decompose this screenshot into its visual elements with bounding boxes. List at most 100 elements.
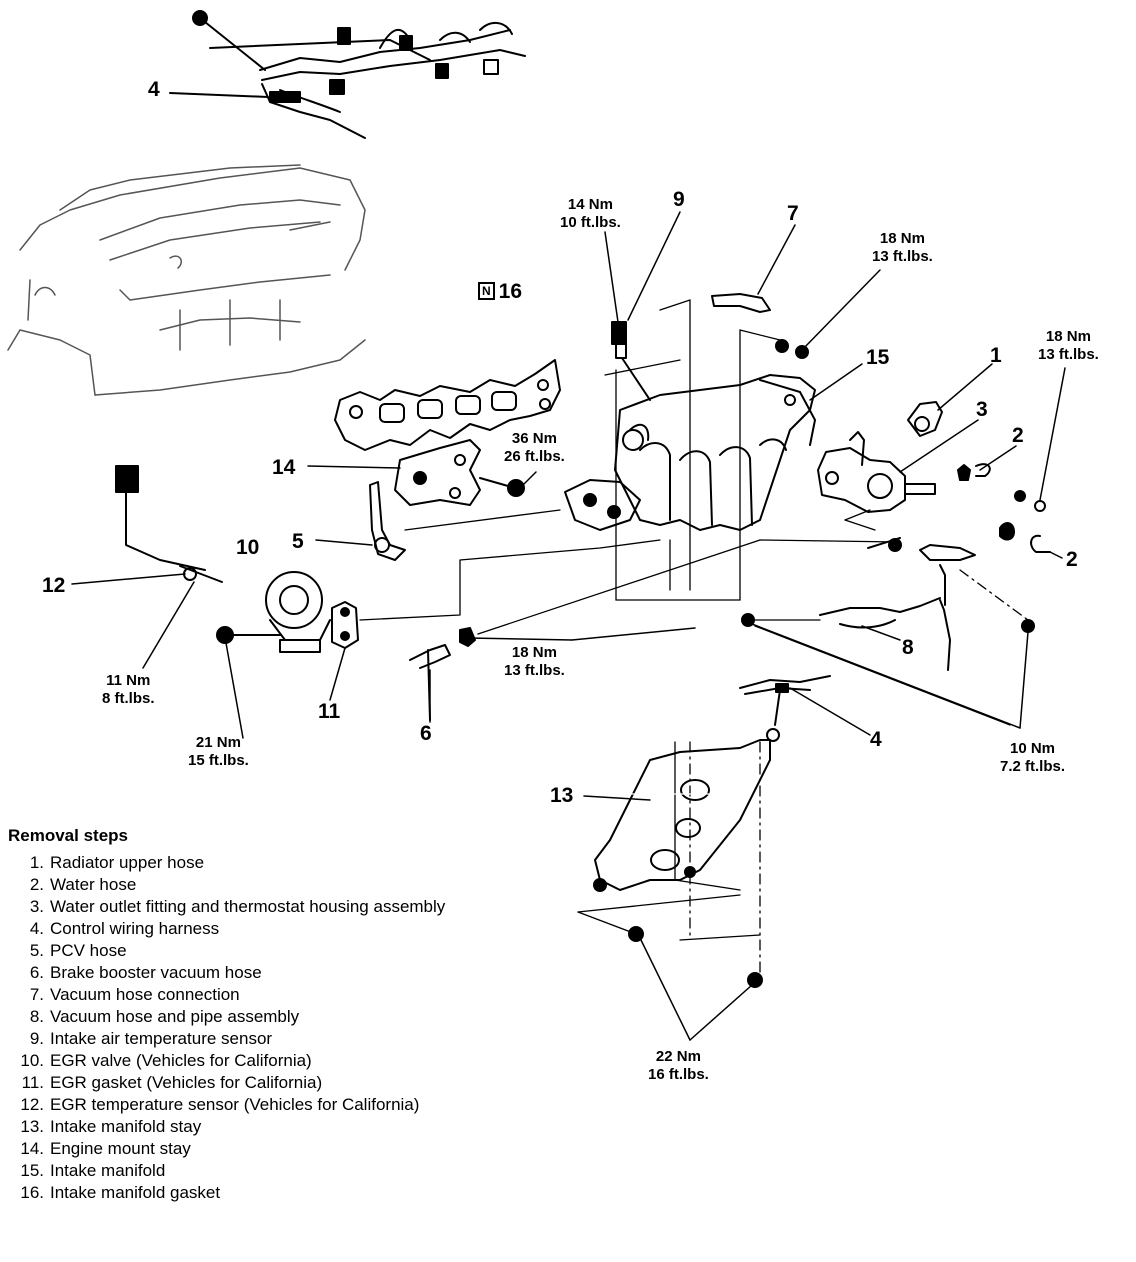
leader-lines bbox=[71, 211, 1066, 1041]
removal-step-text: Intake manifold gasket bbox=[50, 1183, 221, 1202]
removal-step-number: 2. bbox=[29, 875, 44, 894]
removal-step-number: 9. bbox=[29, 1029, 44, 1048]
removal-step-number: 10. bbox=[20, 1051, 44, 1070]
callout-15: 15 bbox=[866, 346, 890, 369]
removal-step-number: 15. bbox=[20, 1161, 44, 1180]
pcv-hose bbox=[369, 481, 406, 561]
vacuum-hose-connection bbox=[711, 293, 809, 359]
removal-step-number: 1. bbox=[29, 853, 44, 872]
callout-1: 1 bbox=[990, 344, 1002, 367]
removal-step-text: Vacuum hose connection bbox=[50, 985, 240, 1004]
removal-step-text: PCV hose bbox=[50, 941, 127, 960]
callout-9: 9 bbox=[673, 188, 685, 211]
removal-step-item: 6. Brake booster vacuum hose bbox=[8, 962, 488, 984]
removal-step-text: EGR gasket (Vehicles for California) bbox=[50, 1073, 323, 1092]
removal-step-item: 4. Control wiring harness bbox=[8, 918, 488, 940]
brake-booster-vacuum-hose bbox=[409, 627, 476, 721]
intake-manifold bbox=[564, 374, 816, 531]
radiator-upper-hose bbox=[907, 401, 943, 437]
assembly-guide-lines bbox=[359, 299, 1029, 973]
removal-step-text: EGR valve (Vehicles for California) bbox=[50, 1051, 312, 1070]
removal-step-item: 7. Vacuum hose connection bbox=[8, 984, 488, 1006]
callout-7: 7 bbox=[787, 202, 799, 225]
callout-8: 8 bbox=[902, 636, 914, 659]
removal-steps: Removal steps 1. Radiator upper hose 2. Wat… bbox=[8, 826, 488, 1204]
callout-3: 3 bbox=[976, 398, 988, 421]
callout-4-bottom: 4 bbox=[870, 728, 882, 751]
removal-step-item: 9. Intake air temperature sensor bbox=[8, 1028, 488, 1050]
new-part-badge: N bbox=[478, 282, 495, 300]
egr-gasket bbox=[331, 601, 359, 649]
removal-step-number: 5. bbox=[29, 941, 44, 960]
removal-step-item: 16. Intake manifold gasket bbox=[8, 1182, 488, 1204]
removal-step-number: 3. bbox=[29, 897, 44, 916]
control-wiring-harness-top bbox=[169, 10, 526, 139]
removal-step-text: Intake air temperature sensor bbox=[50, 1029, 273, 1048]
removal-step-text: Intake manifold stay bbox=[50, 1117, 202, 1136]
removal-step-item: 15. Intake manifold bbox=[8, 1160, 488, 1182]
egr-valve bbox=[216, 571, 331, 653]
removal-step-text: Water hose bbox=[50, 875, 137, 894]
removal-step-text: Vacuum hose and pipe assembly bbox=[50, 1007, 300, 1026]
water-outlet-thermostat-housing bbox=[817, 431, 936, 513]
intake-manifold-gasket bbox=[334, 359, 561, 451]
removal-step-item: 3. Water outlet fitting and thermostat ho… bbox=[8, 896, 488, 918]
water-hose bbox=[957, 463, 1051, 553]
removal-step-item: 8. Vacuum hose and pipe assembly bbox=[8, 1006, 488, 1028]
callout-16-number: 16 bbox=[498, 280, 523, 303]
removal-step-text: Water outlet fitting and thermostat hous… bbox=[50, 897, 446, 916]
removal-step-text: Intake manifold bbox=[50, 1161, 166, 1180]
callout-14: 14 bbox=[272, 456, 296, 479]
callout-6: 6 bbox=[420, 722, 432, 745]
removal-step-text: EGR temperature sensor (Vehicles for Cal… bbox=[50, 1095, 420, 1114]
removal-step-number: 7. bbox=[29, 985, 44, 1004]
engine-outline bbox=[7, 164, 366, 396]
removal-steps-title: Removal steps bbox=[8, 826, 128, 845]
callout-2-top: 2 bbox=[1012, 424, 1024, 447]
removal-step-item: 10. EGR valve (Vehicles for California) bbox=[8, 1050, 488, 1072]
intake-manifold-stay bbox=[593, 739, 771, 988]
egr-temperature-sensor bbox=[115, 465, 223, 583]
removal-step-number: 4. bbox=[29, 919, 44, 938]
removal-step-item: 5. PCV hose bbox=[8, 940, 488, 962]
removal-step-text: Brake booster vacuum hose bbox=[50, 963, 262, 982]
removal-step-text: Control wiring harness bbox=[50, 919, 220, 938]
removal-step-item: 13. Intake manifold stay bbox=[8, 1116, 488, 1138]
removal-step-number: 13. bbox=[20, 1117, 44, 1136]
callout-4-top: 4 bbox=[148, 78, 160, 101]
removal-step-number: 12. bbox=[20, 1095, 44, 1114]
removal-step-text: Radiator upper hose bbox=[50, 853, 205, 872]
removal-step-item: 1. Radiator upper hose bbox=[8, 852, 488, 874]
removal-step-item: 2. Water hose bbox=[8, 874, 488, 896]
intake-air-temperature-sensor bbox=[611, 321, 651, 401]
removal-step-number: 16. bbox=[20, 1183, 44, 1202]
callout-10: 10 bbox=[236, 536, 260, 559]
control-wiring-harness-lower bbox=[739, 675, 831, 742]
callout-11: 11 bbox=[318, 700, 341, 723]
removal-step-number: 8. bbox=[29, 1007, 44, 1026]
callout-5: 5 bbox=[292, 530, 304, 553]
removal-step-number: 11. bbox=[21, 1073, 44, 1092]
removal-steps-list: 1. Radiator upper hose 2. Water hose 3. Water… bbox=[8, 852, 488, 1204]
removal-step-number: 6. bbox=[29, 963, 44, 982]
callout-2-bottom: 2 bbox=[1066, 548, 1078, 571]
removal-step-item: 12. EGR temperature sensor (Vehicles for … bbox=[8, 1094, 488, 1116]
callout-13: 13 bbox=[550, 784, 574, 807]
removal-step-text: Engine mount stay bbox=[50, 1139, 191, 1158]
callout-12: 12 bbox=[42, 574, 66, 597]
removal-step-item: 11. EGR gasket (Vehicles for California) bbox=[8, 1072, 488, 1094]
removal-step-item: 14.Engine mount stay bbox=[8, 1138, 488, 1160]
vacuum-hose-and-pipe-assembly bbox=[741, 537, 1035, 671]
engine-mount-stay bbox=[394, 439, 525, 506]
